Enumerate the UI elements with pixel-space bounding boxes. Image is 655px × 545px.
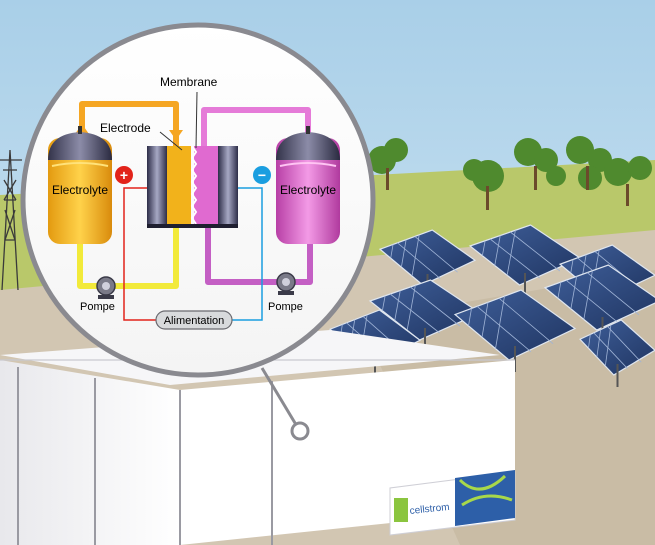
membrane-zigzag [190, 145, 198, 225]
pipe-positive-top [79, 101, 179, 148]
lens-pointer-line [260, 367, 300, 429]
solar-panel [578, 319, 655, 387]
electrode-label: Electrode [100, 121, 151, 135]
solar-field [328, 224, 655, 387]
solar-panel [368, 279, 482, 352]
pump-left-label: Pompe [80, 301, 115, 313]
pipe-positive-bottom [77, 222, 179, 289]
wire-negative [232, 187, 263, 321]
negative-terminal: − [253, 166, 271, 184]
lens-pointer-dot [290, 421, 310, 441]
positive-sign: + [120, 167, 128, 183]
pump-right-label: Pompe [268, 301, 303, 313]
electrolyte-right-label: Electrolyte [280, 183, 336, 197]
tank-positive [48, 126, 112, 244]
solar-panel [378, 229, 477, 297]
negative-sign: − [258, 167, 266, 183]
pump-left-icon [96, 276, 116, 299]
cell-stack [147, 145, 238, 228]
tree-line [368, 136, 652, 210]
membrane-label: Membrane [160, 75, 218, 89]
membrane-leader [195, 91, 198, 149]
brand-logo-text: cellstrom [409, 502, 450, 517]
electrolyte-left-label: Electrolyte [52, 183, 108, 197]
tank-negative [276, 126, 340, 244]
arrow-positive-down [169, 130, 183, 140]
power-supply-box: Alimentation [155, 310, 233, 330]
pipe-negative-bottom [205, 222, 313, 285]
pump-right-icon [276, 272, 296, 295]
electrode-leader [159, 131, 183, 151]
wire-positive [123, 187, 156, 321]
solar-panel [543, 264, 655, 342]
power-supply-label: Alimentation [164, 315, 225, 327]
positive-terminal: + [115, 166, 133, 184]
power-pylon [0, 149, 22, 291]
flow-battery-diagram: Electrolyte Electrolyte Membrane Electro… [48, 75, 340, 330]
